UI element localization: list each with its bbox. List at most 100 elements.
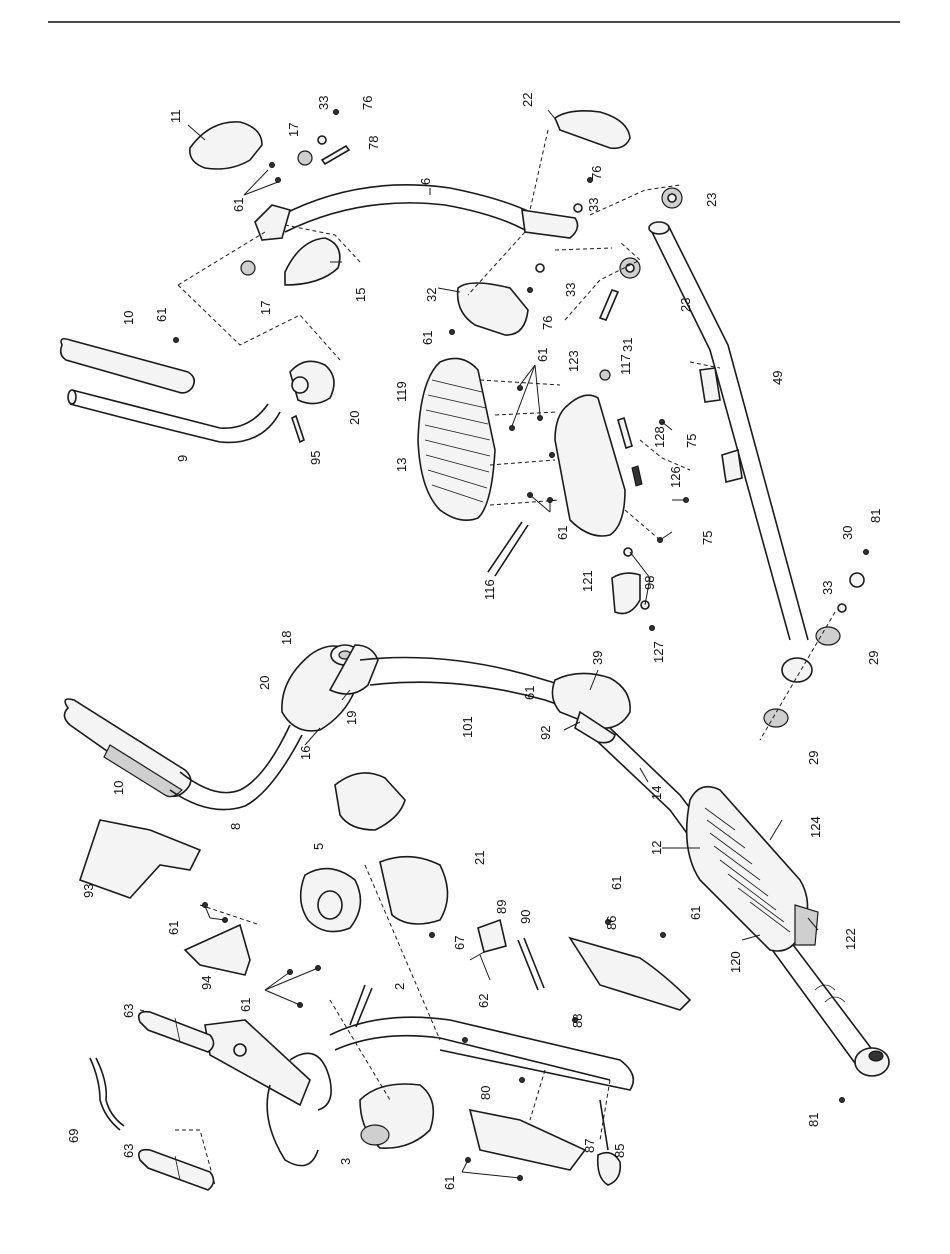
washer-33-upper (318, 136, 326, 144)
part-label: 124 (808, 816, 823, 838)
part-label: 61 (420, 331, 435, 345)
shroud-32 (458, 283, 528, 335)
part-label: 75 (700, 531, 715, 545)
part-label: 9 (175, 455, 190, 462)
bearing-29-upper (816, 627, 840, 645)
knob-85-shaft (600, 1100, 608, 1150)
shroud-86 (570, 938, 690, 1010)
screws (174, 110, 869, 1181)
frame-tube-49 (650, 228, 790, 640)
rod-90 (518, 938, 544, 990)
part-label: 2 (392, 983, 407, 990)
part-label: 10 (121, 311, 136, 325)
rod-116 (488, 522, 528, 576)
part-label: 62 (476, 994, 491, 1008)
part-label: 15 (353, 288, 368, 302)
part-label: 85 (612, 1144, 627, 1158)
washer-98a (624, 548, 632, 556)
handgrip-10 (64, 699, 190, 796)
part-label: 81 (868, 509, 883, 523)
upright-2-inner (335, 1036, 610, 1080)
handgrip-10-upper (61, 339, 195, 393)
upper-pedal-assembly (418, 358, 649, 613)
upper-arm-tube-8 (180, 725, 290, 793)
washer-33-mid (574, 204, 582, 212)
wire-69 (90, 1058, 124, 1130)
pedal-base-123 (555, 395, 625, 536)
part-label: 61 (442, 1176, 457, 1190)
part-label: 67 (452, 936, 467, 950)
end-cap-122 (795, 905, 818, 945)
part-label: 117 (618, 354, 633, 375)
frame-tube-49-inner (668, 225, 808, 640)
part-label: 33 (820, 581, 835, 595)
part-label: 76 (360, 96, 375, 110)
part-label: 29 (866, 651, 881, 665)
pin-128 (618, 418, 632, 448)
part-label: 19 (344, 711, 359, 725)
part-label: 30 (840, 526, 855, 540)
part-label: 95 (308, 451, 323, 465)
arm-tube-9 (72, 390, 268, 428)
arm-tube-9-end (68, 390, 76, 404)
part-label: 32 (424, 288, 439, 302)
pedal-13 (418, 358, 495, 520)
part-label: 3 (338, 1158, 353, 1165)
part-label: 33 (563, 283, 578, 297)
pedal-12 (687, 787, 808, 951)
part-label: 23 (704, 193, 719, 207)
shroud-93 (80, 820, 200, 898)
part-label: 17 (258, 301, 273, 315)
arm-tube-6 (282, 185, 530, 215)
washer-30 (850, 573, 864, 587)
part-label: 86 (604, 916, 619, 930)
part-label: 61 (522, 686, 537, 700)
cover-21 (380, 857, 448, 924)
part-label: 61 (231, 198, 246, 212)
arm-tube-9-inner (70, 404, 280, 442)
part-label: 128 (652, 426, 667, 448)
part-label: 81 (806, 1113, 821, 1127)
part-label: 21 (472, 851, 487, 865)
part-label: 94 (199, 976, 214, 990)
shroud-94 (185, 925, 250, 975)
part-label: 22 (520, 93, 535, 107)
part-label: 6 (418, 178, 433, 185)
bolt-95 (292, 416, 304, 442)
grip-63-lower (139, 1150, 214, 1190)
part-label: 61 (555, 526, 570, 540)
base-3-end (361, 1125, 389, 1145)
part-label: 31 (620, 338, 635, 352)
bearing-29-lower (764, 709, 788, 727)
part-label: 49 (770, 371, 785, 385)
part-label: 61 (154, 308, 169, 322)
part-label: 61 (609, 876, 624, 890)
part-label: 8 (228, 823, 243, 830)
part-label: 120 (728, 951, 743, 973)
part-label: 93 (81, 884, 96, 898)
shroud-87 (470, 1110, 585, 1170)
spring-126 (632, 466, 642, 486)
shroud-11 (190, 122, 262, 169)
lower-frame-assembly (80, 773, 690, 1190)
part-label: 101 (460, 716, 475, 738)
part-label: 119 (394, 381, 409, 402)
shroud-22 (555, 111, 630, 148)
part-label: 92 (538, 726, 553, 740)
part-label: 88 (570, 1014, 585, 1028)
part-label: 5 (311, 843, 326, 850)
part-label: 20 (257, 676, 272, 690)
washer-33-lower (838, 604, 846, 612)
part-label: 98 (642, 576, 657, 590)
part-label: 63 (121, 1004, 136, 1018)
part-label: 80 (478, 1086, 493, 1100)
part-label: 23 (678, 298, 693, 312)
part-label: 61 (688, 906, 703, 920)
nut-117 (600, 370, 610, 380)
part-label: 61 (535, 348, 550, 362)
part-label: 126 (668, 466, 683, 488)
cover-5-hole (318, 891, 342, 919)
console-plate-hole (234, 1044, 246, 1056)
upper-left-arm-assembly (61, 122, 582, 443)
part-label: 20 (347, 411, 362, 425)
